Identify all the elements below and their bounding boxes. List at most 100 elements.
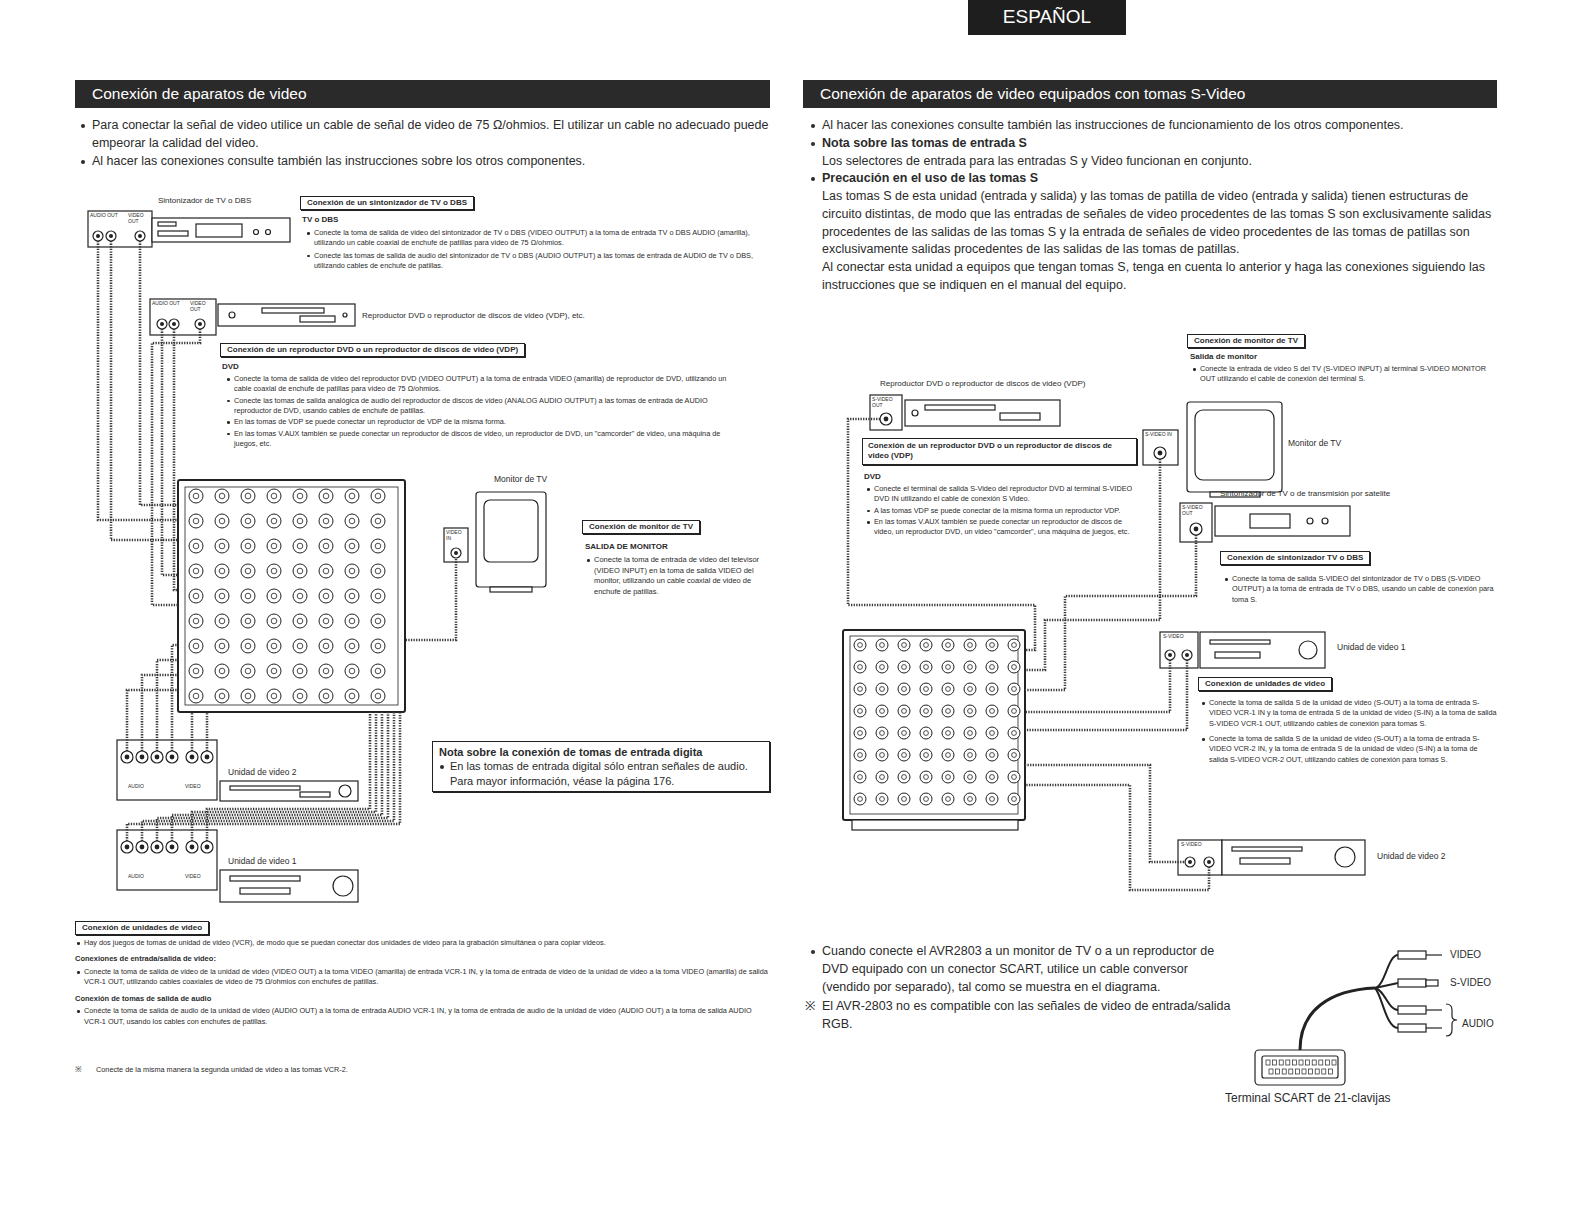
panel-jack bbox=[215, 564, 229, 578]
device-jack bbox=[1165, 650, 1175, 660]
panel-jack bbox=[942, 771, 954, 783]
panel-jack bbox=[964, 793, 976, 805]
device-jack bbox=[140, 755, 145, 760]
panel-jack bbox=[876, 749, 888, 761]
box-heading: Conexión de monitor de TV bbox=[589, 522, 693, 532]
panel-jack bbox=[193, 643, 199, 649]
panel-jack bbox=[219, 493, 225, 499]
label-text: El AVR-2803 no es compatible con las señ… bbox=[822, 998, 1237, 1034]
panel-jack bbox=[968, 797, 973, 802]
device-jack bbox=[96, 234, 100, 238]
label-text: Las tomas S de esta unidad (entrada y sa… bbox=[822, 188, 1497, 259]
panel-jack bbox=[215, 614, 229, 628]
panel-jack bbox=[924, 797, 929, 802]
heading-box: Conexión de monitor de TV bbox=[582, 520, 700, 534]
panel-jack bbox=[323, 543, 329, 549]
scart-cable bbox=[1273, 1060, 1277, 1065]
panel-jack bbox=[880, 643, 885, 648]
panel-jack bbox=[1012, 665, 1017, 670]
panel-jack bbox=[858, 775, 863, 780]
tv-monitor bbox=[444, 492, 546, 592]
av-receiver-rear-panel bbox=[178, 480, 405, 712]
panel-jack bbox=[898, 771, 910, 783]
dvd-player bbox=[229, 312, 235, 318]
scart-cable bbox=[1426, 954, 1442, 955]
panel-jack bbox=[319, 689, 333, 703]
bullet-dot bbox=[81, 160, 85, 164]
panel-jack bbox=[898, 749, 910, 761]
panel-jack bbox=[946, 797, 951, 802]
panel-jack bbox=[920, 683, 932, 695]
panel-jack bbox=[371, 514, 385, 528]
bullet-dot bbox=[867, 488, 870, 491]
panel-jack bbox=[1008, 771, 1020, 783]
vcr bbox=[220, 870, 358, 902]
heading-box: Conexión de monitor de TV bbox=[1187, 334, 1305, 348]
panel-jack bbox=[215, 489, 229, 503]
box-heading: ESPAÑOL bbox=[968, 5, 1126, 30]
device-jack bbox=[198, 322, 202, 326]
tv-monitor bbox=[1195, 410, 1274, 480]
panel-jack bbox=[323, 618, 329, 624]
panel-jack bbox=[267, 539, 281, 553]
panel-jack bbox=[267, 514, 281, 528]
panel-jack bbox=[880, 665, 885, 670]
panel-jack bbox=[241, 489, 255, 503]
panel-jack bbox=[946, 665, 951, 670]
panel-jack bbox=[898, 793, 910, 805]
panel-jack bbox=[375, 643, 381, 649]
panel-jack bbox=[880, 687, 885, 692]
device-jack bbox=[125, 845, 130, 850]
panel-jack bbox=[189, 564, 203, 578]
panel-jack bbox=[193, 568, 199, 574]
panel-jack bbox=[1008, 639, 1020, 651]
bullet-dot bbox=[77, 942, 80, 945]
label-text: Unidad de video 1 bbox=[1337, 641, 1457, 653]
av-receiver-rear-panel bbox=[843, 630, 1025, 830]
cable bbox=[206, 712, 209, 751]
bullet-dot bbox=[811, 950, 815, 954]
pin-label: S-VIDEO bbox=[1181, 842, 1221, 848]
bullet-dot bbox=[81, 124, 85, 128]
device-jack bbox=[169, 319, 179, 329]
vcr bbox=[1215, 652, 1260, 658]
panel-jack bbox=[189, 664, 203, 678]
device-jack bbox=[93, 231, 1214, 867]
tv-monitor bbox=[484, 500, 538, 562]
label-text: Conecte la toma de salida S-VIDEO del si… bbox=[1232, 574, 1497, 605]
vcr bbox=[1222, 840, 1365, 875]
bullet-dot bbox=[811, 142, 815, 146]
device-jack bbox=[160, 322, 164, 326]
cable bbox=[1025, 535, 1196, 690]
label-text: A las tomas VDP se puede conectar de la … bbox=[874, 506, 1138, 516]
dvd-player bbox=[925, 405, 995, 410]
pin-label: S-VIDEO OUT bbox=[872, 397, 900, 409]
label-text: Conecte la toma de salida de video de la… bbox=[84, 967, 770, 988]
device-jack bbox=[121, 841, 133, 853]
cable bbox=[152, 329, 200, 605]
panel-jack bbox=[297, 693, 303, 699]
panel-jack bbox=[854, 683, 866, 695]
panel-jack bbox=[1012, 797, 1017, 802]
tv-tuner bbox=[158, 222, 176, 226]
scart-cable bbox=[1426, 980, 1438, 986]
panel-jack bbox=[349, 618, 355, 624]
scart-cable bbox=[1446, 1004, 1457, 1036]
cable bbox=[1025, 660, 1187, 730]
device-jack bbox=[121, 751, 133, 763]
dvd-player bbox=[218, 304, 355, 326]
panel-jack bbox=[297, 493, 303, 499]
panel-jack bbox=[858, 753, 863, 758]
panel-jack bbox=[986, 749, 998, 761]
device-jack bbox=[93, 231, 103, 241]
pin-label: AUDIO bbox=[128, 784, 172, 790]
label-text: Al hacer las conexiones consulte también… bbox=[92, 153, 772, 171]
panel-jack bbox=[986, 793, 998, 805]
label-text: Cuando conecte el AVR2803 a un monitor d… bbox=[822, 943, 1237, 996]
label-text: Monitor de TV bbox=[494, 473, 604, 485]
panel-jack bbox=[189, 589, 203, 603]
vcr bbox=[1200, 632, 1325, 668]
vcr bbox=[1240, 858, 1290, 864]
panel-jack bbox=[920, 771, 932, 783]
panel-jack bbox=[293, 564, 307, 578]
